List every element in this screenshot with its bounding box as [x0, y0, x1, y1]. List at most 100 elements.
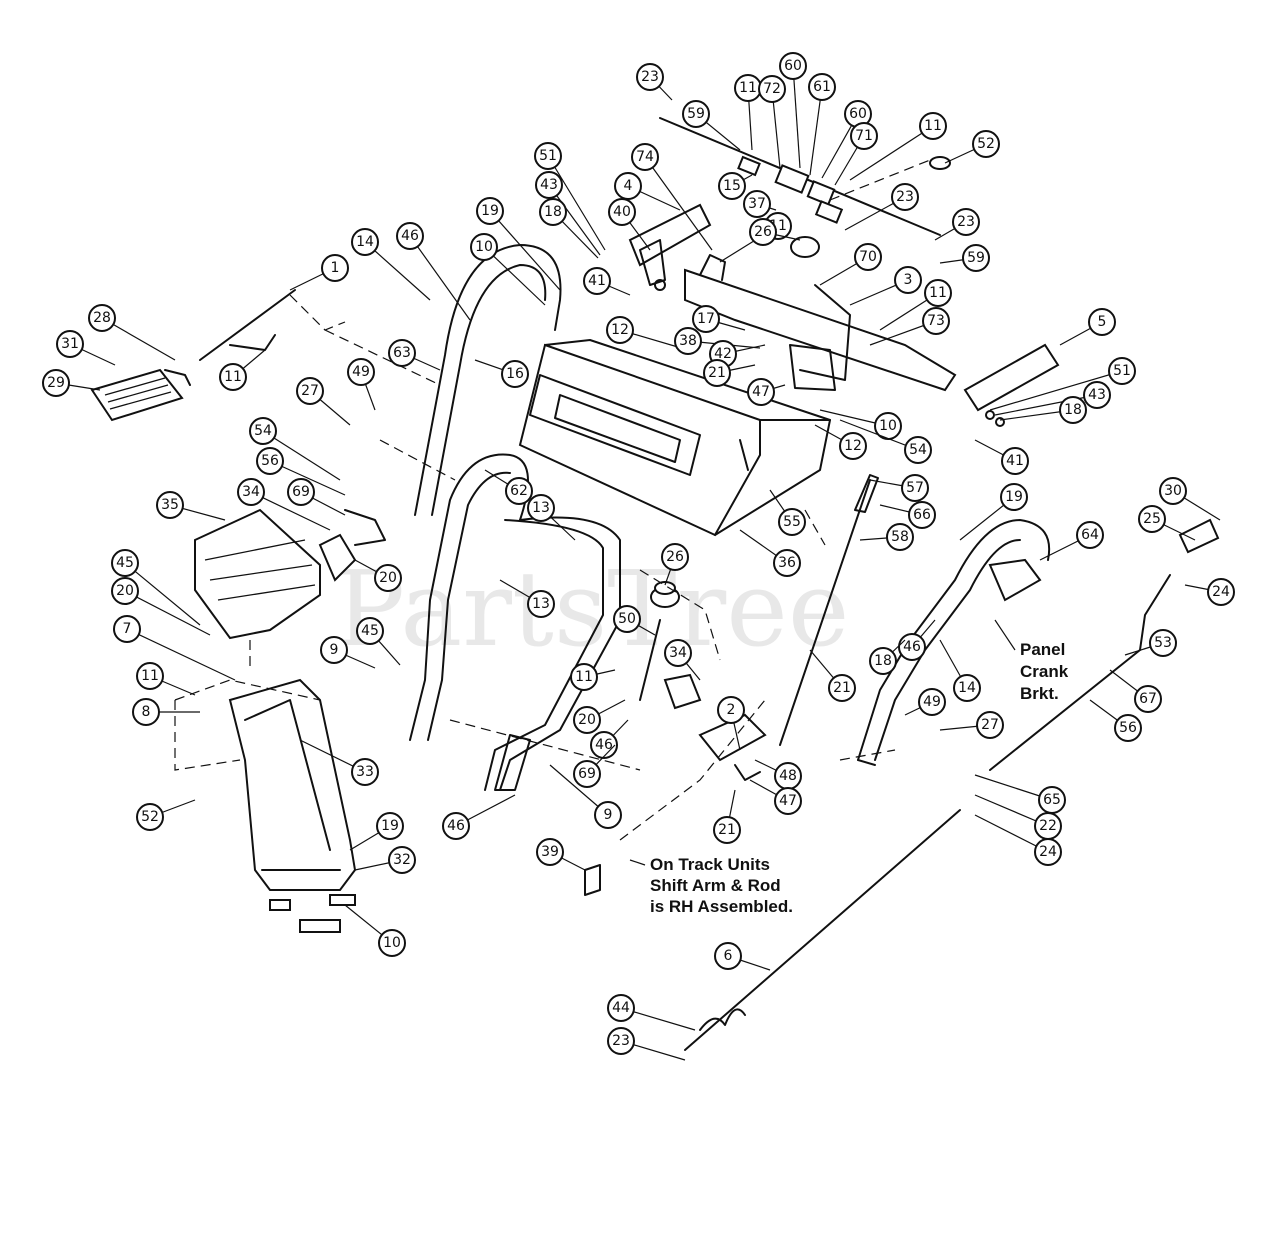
callout-62: 62 [484, 469, 533, 505]
callout-20: 20 [111, 577, 211, 636]
panel-note: Panel Crank Brkt. [1020, 640, 1073, 703]
callout-label: 31 [61, 336, 79, 352]
callout-14: 14 [939, 639, 981, 702]
callout-circle [320, 636, 348, 664]
callout-label: 6 [724, 948, 733, 964]
callout-label: 34 [669, 645, 687, 661]
control-panel-box [518, 339, 831, 537]
callout-label: 72 [763, 81, 781, 97]
callout-12: 12 [814, 424, 867, 460]
callout-label: 69 [578, 766, 596, 782]
callout-label: 40 [613, 204, 631, 220]
callout-label: 8 [142, 704, 151, 720]
callout-35: 35 [156, 491, 226, 521]
callout-leader [644, 156, 713, 251]
callout-label: 49 [352, 364, 370, 380]
callout-circle [1083, 381, 1111, 409]
callout-circle [953, 674, 981, 702]
callout-label: 25 [1143, 511, 1161, 527]
callout-1: 1 [289, 254, 349, 291]
callout-leader [547, 155, 606, 251]
callout-21: 21 [713, 789, 741, 844]
callout-circle [607, 994, 635, 1022]
crank-rod [989, 518, 1220, 771]
callout-label: 22 [1039, 818, 1057, 834]
callout-58: 58 [859, 523, 914, 551]
callout-label: 11 [739, 80, 757, 96]
callout-11: 11 [570, 663, 616, 691]
callout-74: 74 [631, 143, 713, 251]
callout-circle [1001, 447, 1029, 475]
callout-label: 42 [714, 346, 732, 362]
chute-deflector [194, 508, 321, 640]
callout-label: 10 [383, 935, 401, 951]
callout-34: 34 [664, 639, 701, 681]
callout-28: 28 [88, 304, 176, 361]
callout-circle [351, 228, 379, 256]
callout-label: 21 [708, 365, 726, 381]
callout-circle [527, 494, 555, 522]
callout-circle [111, 577, 139, 605]
callout-11: 11 [136, 662, 196, 696]
callout-54: 54 [249, 417, 341, 481]
callout-52: 52 [136, 799, 196, 831]
callout-label: 11 [141, 668, 159, 684]
callout-label: 13 [532, 500, 550, 516]
callout-label: 17 [697, 311, 715, 327]
callout-circle [664, 639, 692, 667]
callout-38: 38 [674, 327, 761, 355]
callout-leader [548, 184, 601, 256]
callout-47: 47 [749, 779, 802, 815]
callout-label: 45 [361, 623, 379, 639]
callout-9: 9 [549, 764, 622, 829]
callout-label: 3 [904, 272, 913, 288]
shift-arm-bracket [698, 713, 767, 781]
callout-65: 65 [974, 774, 1066, 814]
callout-20: 20 [573, 699, 626, 734]
callout-circle [111, 549, 139, 577]
callout-leader [409, 235, 471, 321]
knob-center [650, 581, 680, 608]
callout-circle [287, 478, 315, 506]
callout-circle [539, 198, 567, 226]
callout-60: 60 [779, 52, 807, 169]
callout-67: 67 [1109, 669, 1162, 713]
callout-circle [1159, 477, 1187, 505]
callout-32: 32 [354, 846, 416, 874]
callout-label: 19 [381, 818, 399, 834]
callout-label: 19 [481, 203, 499, 219]
callout-circle [778, 508, 806, 536]
callout-circle [442, 812, 470, 840]
callout-circle [1138, 505, 1166, 533]
callout-circle [850, 122, 878, 150]
callout-circle [573, 760, 601, 788]
handle-left [414, 244, 562, 516]
assembly-lines [174, 294, 896, 841]
callout-label: 27 [301, 383, 319, 399]
callout-63: 63 [388, 339, 441, 371]
discharge-chute [228, 678, 357, 933]
callout-11: 11 [879, 279, 952, 331]
callout-66: 66 [879, 501, 936, 529]
callout-label: 2 [727, 702, 736, 718]
panel-note-line-3: Brkt. [1020, 684, 1059, 703]
callout-label: 47 [752, 384, 770, 400]
callout-label: 69 [292, 484, 310, 500]
callout-label: 51 [539, 148, 557, 164]
callout-label: 11 [575, 669, 593, 685]
callout-17: 17 [692, 305, 746, 333]
callout-circle [527, 590, 555, 618]
callout-circle [476, 197, 504, 225]
callout-label: 20 [578, 712, 596, 728]
callout-label: 10 [475, 239, 493, 255]
callout-label: 54 [909, 442, 927, 458]
callout-circle [962, 244, 990, 272]
callout-circle [614, 172, 642, 200]
callout-leader [989, 370, 1123, 411]
callout-circle [886, 523, 914, 551]
callout-leader [849, 125, 934, 181]
callout-23: 23 [636, 63, 673, 101]
callout-label: 12 [611, 322, 629, 338]
callout-leader [250, 491, 331, 531]
